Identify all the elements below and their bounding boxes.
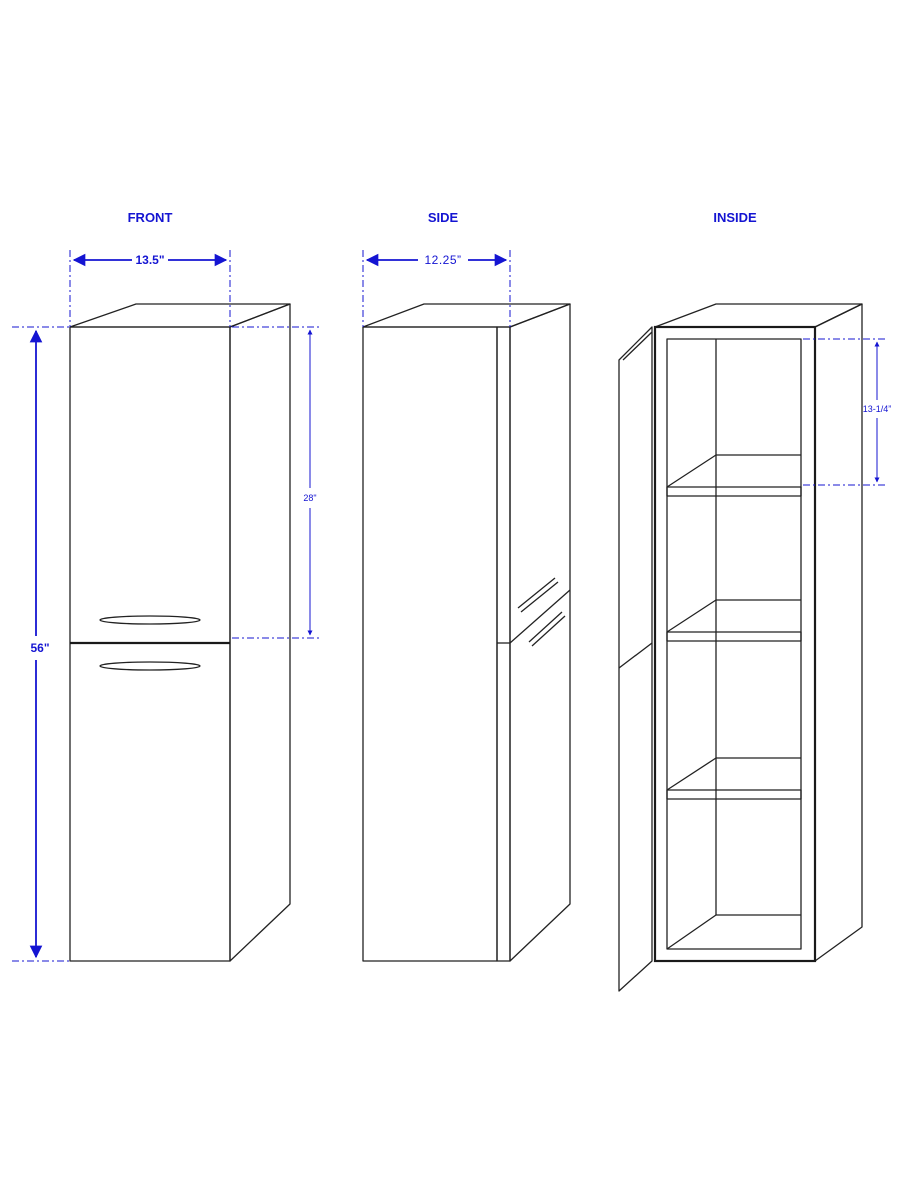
upper-door-dimension: 28" [232, 326, 322, 639]
front-width-label: 13.5" [135, 253, 164, 267]
upper-door-handle [99, 615, 201, 625]
side-depth-dimension: 12.25” [362, 250, 511, 327]
front-width-dimension: 13.5" [69, 250, 231, 327]
front-height-dimension: 56" [12, 326, 70, 962]
front-cabinet-body [69, 303, 291, 962]
shelf-3 [666, 757, 802, 800]
shelf-2 [666, 599, 802, 642]
inside-view: 13-1/4” [618, 303, 892, 992]
side-view: 12.25” [362, 250, 571, 962]
lower-door-handle [99, 661, 201, 671]
shelf-1 [666, 454, 802, 497]
upper-door-label: 28" [303, 493, 316, 503]
side-depth-label: 12.25” [424, 253, 461, 267]
inside-cabinet-body [653, 303, 863, 963]
front-view-title: FRONT [128, 210, 173, 225]
front-height-label: 56" [30, 641, 49, 655]
side-upper-handle [517, 577, 559, 613]
open-door [618, 326, 653, 992]
side-view-title: SIDE [428, 210, 459, 225]
side-lower-handle [528, 611, 566, 647]
front-view: 13.5" 56" 28" [12, 250, 322, 962]
inside-view-title: INSIDE [713, 210, 757, 225]
cabinet-floor [666, 914, 801, 950]
side-cabinet-body [362, 303, 571, 962]
shelf-spacing-label: 13-1/4” [863, 404, 892, 414]
shelf-spacing-dimension: 13-1/4” [803, 338, 892, 486]
